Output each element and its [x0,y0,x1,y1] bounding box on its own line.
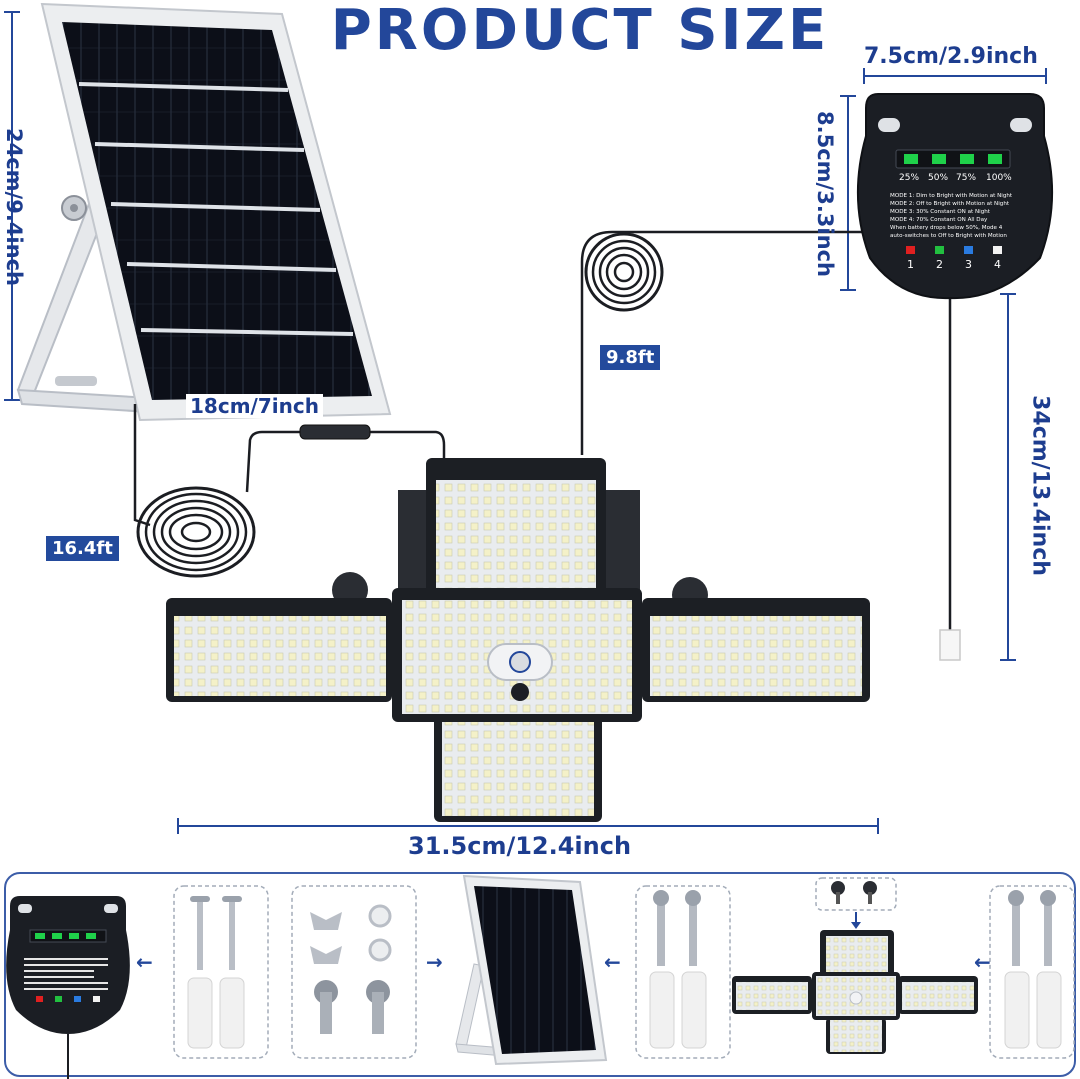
panel-cable-badge: 16.4ft [46,536,119,561]
arrow-right-icon: → [426,950,443,974]
arrow-left-icon: ← [974,950,991,974]
battery-level-label: 25% [899,173,919,183]
light-height-label: 34cm/13.4inch [1027,395,1053,576]
product-illustration: 25% 50% 75% 100% MODE 1: Dim to Bright w… [4,2,1054,834]
mode-line: MODE 3: 30% Constant ON at Night [890,209,991,215]
panel-width-label: 18cm/7inch [186,394,323,418]
controller-cable [580,230,952,630]
mode-line: MODE 2: Off to Bright with Motion at Nig… [890,201,1010,207]
mode-line: When battery drops below 50%, Mode 4 [890,225,1003,231]
battery-level-label: 75% [956,173,976,183]
page-title: PRODUCT SIZE [330,0,830,63]
mode-line: auto-switches to Off to Bright with Moti… [890,233,1007,239]
svg-text:3: 3 [965,258,972,271]
svg-text:1: 1 [907,258,914,271]
dimension-lines [4,11,1047,834]
arrow-left-icon: ← [604,950,621,974]
panel-height-label: 24cm/9.4inch [2,128,26,286]
pull-switch [939,629,961,661]
mode-indicators [906,246,1002,254]
controller-height-label: 8.5cm/3.3inch [813,111,837,277]
svg-text:4: 4 [994,258,1001,271]
light-width-label: 31.5cm/12.4inch [408,832,632,860]
mode-numbers: 1 2 3 4 [907,258,1001,271]
controller-width-label: 7.5cm/2.9inch [864,44,1038,69]
arrow-left-icon: ← [136,950,153,974]
controller-labels: 25% 50% 75% 100% [899,173,1012,183]
panel-cable [133,404,446,578]
controller-modes: MODE 1: Dim to Bright with Motion at Nig… [890,193,1013,239]
controller-cable-badge: 9.8ft [600,345,661,370]
led-light [166,458,870,822]
svg-text:2: 2 [936,258,943,271]
mode-line: MODE 1: Dim to Bright with Motion at Nig… [890,193,1013,199]
package-contents-frame [4,872,1076,1077]
battery-level-label: 50% [928,173,948,183]
mode-line: MODE 4: 70% Constant ON All Day [890,217,988,223]
solar-panel [40,2,392,422]
battery-level-label: 100% [986,173,1012,183]
